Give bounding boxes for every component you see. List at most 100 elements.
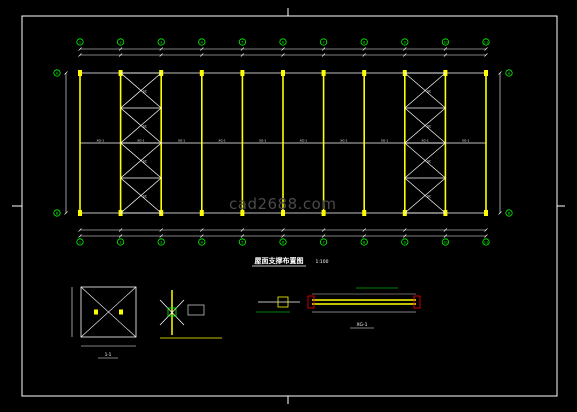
- dim-tick: [200, 228, 204, 232]
- dim-tick: [403, 228, 407, 232]
- brace-diagonal: [120, 72, 162, 109]
- axis-number: 5: [241, 41, 243, 45]
- xg-end-right: [413, 295, 421, 309]
- axis-bubble-top: [441, 38, 449, 46]
- axis-bubble-bottom: [360, 238, 368, 246]
- dim-tick: [443, 47, 448, 51]
- drawing-frame: [12, 8, 565, 404]
- tie-label: XG-1: [300, 139, 307, 143]
- axis-bubble-top: [238, 38, 246, 46]
- dim-tick: [403, 53, 407, 57]
- dim-tick: [78, 47, 82, 51]
- dim-tick: [159, 228, 163, 232]
- dim-tick: [281, 53, 285, 57]
- tie-label: XG-1: [462, 139, 469, 143]
- axis-number: 1: [79, 241, 81, 245]
- dim-tick: [498, 71, 502, 75]
- brace-label: SC: [427, 160, 432, 164]
- tie-end-plate: [277, 296, 289, 308]
- axis-bubble-top: [279, 38, 287, 46]
- axis-letter: A: [56, 72, 59, 76]
- dim-tick: [78, 228, 82, 232]
- column: [321, 70, 326, 76]
- anchor-bolt: [94, 309, 98, 315]
- dim-tick: [64, 211, 68, 215]
- brace-diagonal: [120, 107, 162, 144]
- dim-tick: [159, 47, 163, 51]
- dim-tick: [78, 234, 82, 238]
- tie-label: XG-1: [421, 139, 428, 143]
- column: [484, 70, 488, 76]
- dim-tick: [362, 47, 366, 51]
- tie-label: XG-1: [97, 139, 104, 143]
- dim-tick: [484, 228, 488, 232]
- watermark: cad2688.com: [229, 195, 337, 213]
- column: [281, 70, 285, 76]
- axis-number: 7: [322, 41, 324, 45]
- dim-tick: [321, 47, 326, 51]
- axis-bubble-side: [505, 209, 513, 217]
- dim-tick: [200, 234, 204, 238]
- column: [321, 210, 326, 216]
- dim-tick: [118, 228, 123, 232]
- brace-diagonal: [404, 177, 446, 214]
- dim-tick: [159, 234, 163, 238]
- column: [240, 70, 245, 76]
- column: [78, 70, 82, 76]
- tie-label: XG-1: [259, 139, 266, 143]
- axis-number: 2: [119, 41, 121, 45]
- tie-label: XG-1: [178, 139, 185, 143]
- axis-bubble-top: [360, 38, 368, 46]
- axis-number: 6: [282, 41, 284, 45]
- brace-label: SC: [427, 90, 432, 94]
- axis-bubble-side: [53, 209, 61, 217]
- tie-label: XG-1: [137, 139, 144, 143]
- brace-diagonal: [404, 107, 446, 144]
- column: [78, 210, 82, 216]
- axis-number: 9: [404, 41, 406, 45]
- dim-tick: [484, 53, 488, 57]
- dim-tick: [362, 234, 366, 238]
- dim-tick: [64, 71, 68, 75]
- dim-tick: [118, 47, 123, 51]
- dim-tick: [240, 47, 245, 51]
- axis-number: 5: [241, 241, 243, 245]
- column: [240, 210, 245, 216]
- tie-label: XG-1: [340, 139, 347, 143]
- axis-number: 3: [160, 241, 162, 245]
- axis-number: 9: [404, 241, 406, 245]
- column: [199, 70, 204, 76]
- bolt-tag: [187, 304, 205, 316]
- brace-diagonal: [120, 177, 162, 214]
- plan-scale: 1:100: [316, 259, 329, 265]
- axis-bubble-side: [505, 69, 513, 77]
- axis-bubble-top: [319, 38, 328, 46]
- column: [362, 210, 367, 216]
- anchor-bolt: [119, 309, 123, 315]
- dim-tick: [443, 53, 448, 57]
- axis-letter: B: [56, 212, 59, 216]
- tie-label: XG-1: [218, 139, 225, 143]
- axis-number: 8: [363, 241, 365, 245]
- axis-letter: B: [508, 212, 511, 216]
- base-plate: [80, 286, 137, 338]
- dim-tick: [484, 47, 488, 51]
- axis-bubble-bottom: [482, 238, 490, 246]
- axis-bubble-top: [76, 38, 84, 46]
- axis-number: 11: [484, 41, 488, 45]
- axis-bubble-top: [117, 38, 125, 46]
- axis-number: 10: [443, 241, 447, 245]
- axis-bubble-bottom: [279, 238, 287, 246]
- axis-bubble-bottom: [117, 238, 125, 246]
- plan-title: 屋面支撑布置图: [255, 256, 304, 265]
- dim-tick: [281, 234, 285, 238]
- dim-tick: [498, 211, 502, 215]
- brace-label: SC: [143, 160, 148, 164]
- dim-tick: [321, 228, 326, 232]
- dim-tick: [118, 234, 123, 238]
- dim-tick: [159, 53, 163, 57]
- dim-tick: [200, 53, 204, 57]
- dim-tick: [443, 228, 448, 232]
- section-label: 1-1: [105, 352, 112, 357]
- axis-number: 6: [282, 241, 284, 245]
